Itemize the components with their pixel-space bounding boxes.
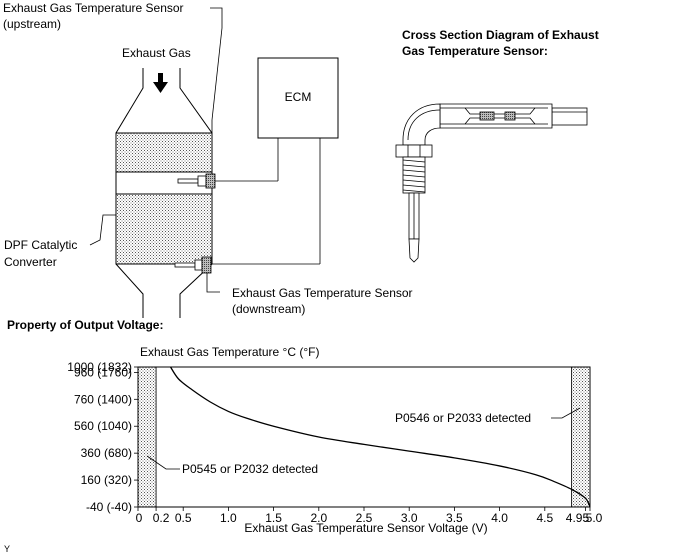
x-tick-label: 0.2 <box>153 511 170 525</box>
x-axis-ticks: 0 0.2 0.5 1.0 1.5 2.0 2.5 3.0 3.5 4.0 4.5 4.955.0 <box>136 507 603 525</box>
dpf-upper-substrate <box>115 132 213 173</box>
plot-frame <box>137 366 591 508</box>
zone-labels: P0545 or P2032 detected P0546 or P2033 de… <box>146 407 581 476</box>
y-tick-label: 160 (320) <box>81 473 132 487</box>
y-tick-label: 560 (1040) <box>74 419 132 433</box>
ecm-label: ECM <box>285 90 312 104</box>
x-tick-label: 1.5 <box>265 511 282 525</box>
upstream-sensor <box>177 7 279 189</box>
dpf-label-1: DPF Catalytic <box>4 238 77 252</box>
output-voltage-chart: 1000 (1832)960 (1760) 760 (1400) 560 (1040… <box>67 360 602 525</box>
y-tick-label: 960 (1760) <box>74 365 132 379</box>
cross-section-title-1: Cross Section Diagram of Exhaust <box>402 28 599 42</box>
x-tick-label: 4.5 <box>536 511 553 525</box>
dpf-label-2: Converter <box>4 255 57 269</box>
x-tick-label: 5.0 <box>586 511 603 525</box>
x-tick-label: 3.5 <box>446 511 463 525</box>
x-tick-label: 3.0 <box>401 511 418 525</box>
y-tick-label: -40 (-40) <box>86 500 132 514</box>
flow-arrow-icon <box>153 73 168 93</box>
x-tick-label: 0 <box>136 511 143 525</box>
y-axis-ticks: 1000 (1832)960 (1760) 760 (1400) 560 (1040… <box>67 360 138 514</box>
x-tick-label: 0.5 <box>175 511 192 525</box>
zone-low-voltage <box>137 366 157 508</box>
upstream-sensor-label-2: (upstream) <box>3 17 61 31</box>
downstream-sensor <box>174 138 321 293</box>
x-tick-label: 4.95 <box>566 511 590 525</box>
zone-high-voltage <box>571 366 591 508</box>
exhaust-gas-label: Exhaust Gas <box>122 46 191 60</box>
chart-ylabel: Exhaust Gas Temperature °C (°F) <box>140 345 319 359</box>
chart-xlabel: Exhaust Gas Temperature Sensor Voltage (… <box>244 521 487 535</box>
cross-section-title-2: Gas Temperature Sensor: <box>402 44 548 58</box>
y-tick-label: 1000 (1832) <box>67 360 132 374</box>
zone-low-label: P0545 or P2032 detected <box>182 462 318 476</box>
dpf-converter <box>115 68 213 318</box>
zone-high-leader <box>551 407 581 419</box>
series-line <box>169 366 591 508</box>
sensor-cross-section <box>395 103 588 263</box>
y-tick-label: 360 (680) <box>81 446 132 460</box>
x-tick-label: 1.0 <box>220 511 237 525</box>
footer-mark: Y <box>4 544 10 554</box>
x-tick-label: 4.0 <box>491 511 508 525</box>
x-tick-label: 2.5 <box>356 511 373 525</box>
y-tick-label: 760 (1400) <box>74 392 132 406</box>
x-tick-label: 2.0 <box>310 511 327 525</box>
downstream-sensor-label-2: (downstream) <box>232 302 305 316</box>
dpf-lower-substrate <box>115 193 213 265</box>
zone-high-label: P0546 or P2033 detected <box>395 411 531 425</box>
upstream-sensor-label-1: Exhaust Gas Temperature Sensor <box>3 1 184 15</box>
downstream-sensor-label-1: Exhaust Gas Temperature Sensor <box>232 286 413 300</box>
property-title: Property of Output Voltage: <box>7 318 163 332</box>
zone-low-leader <box>146 455 180 470</box>
ecm-box <box>257 57 339 139</box>
